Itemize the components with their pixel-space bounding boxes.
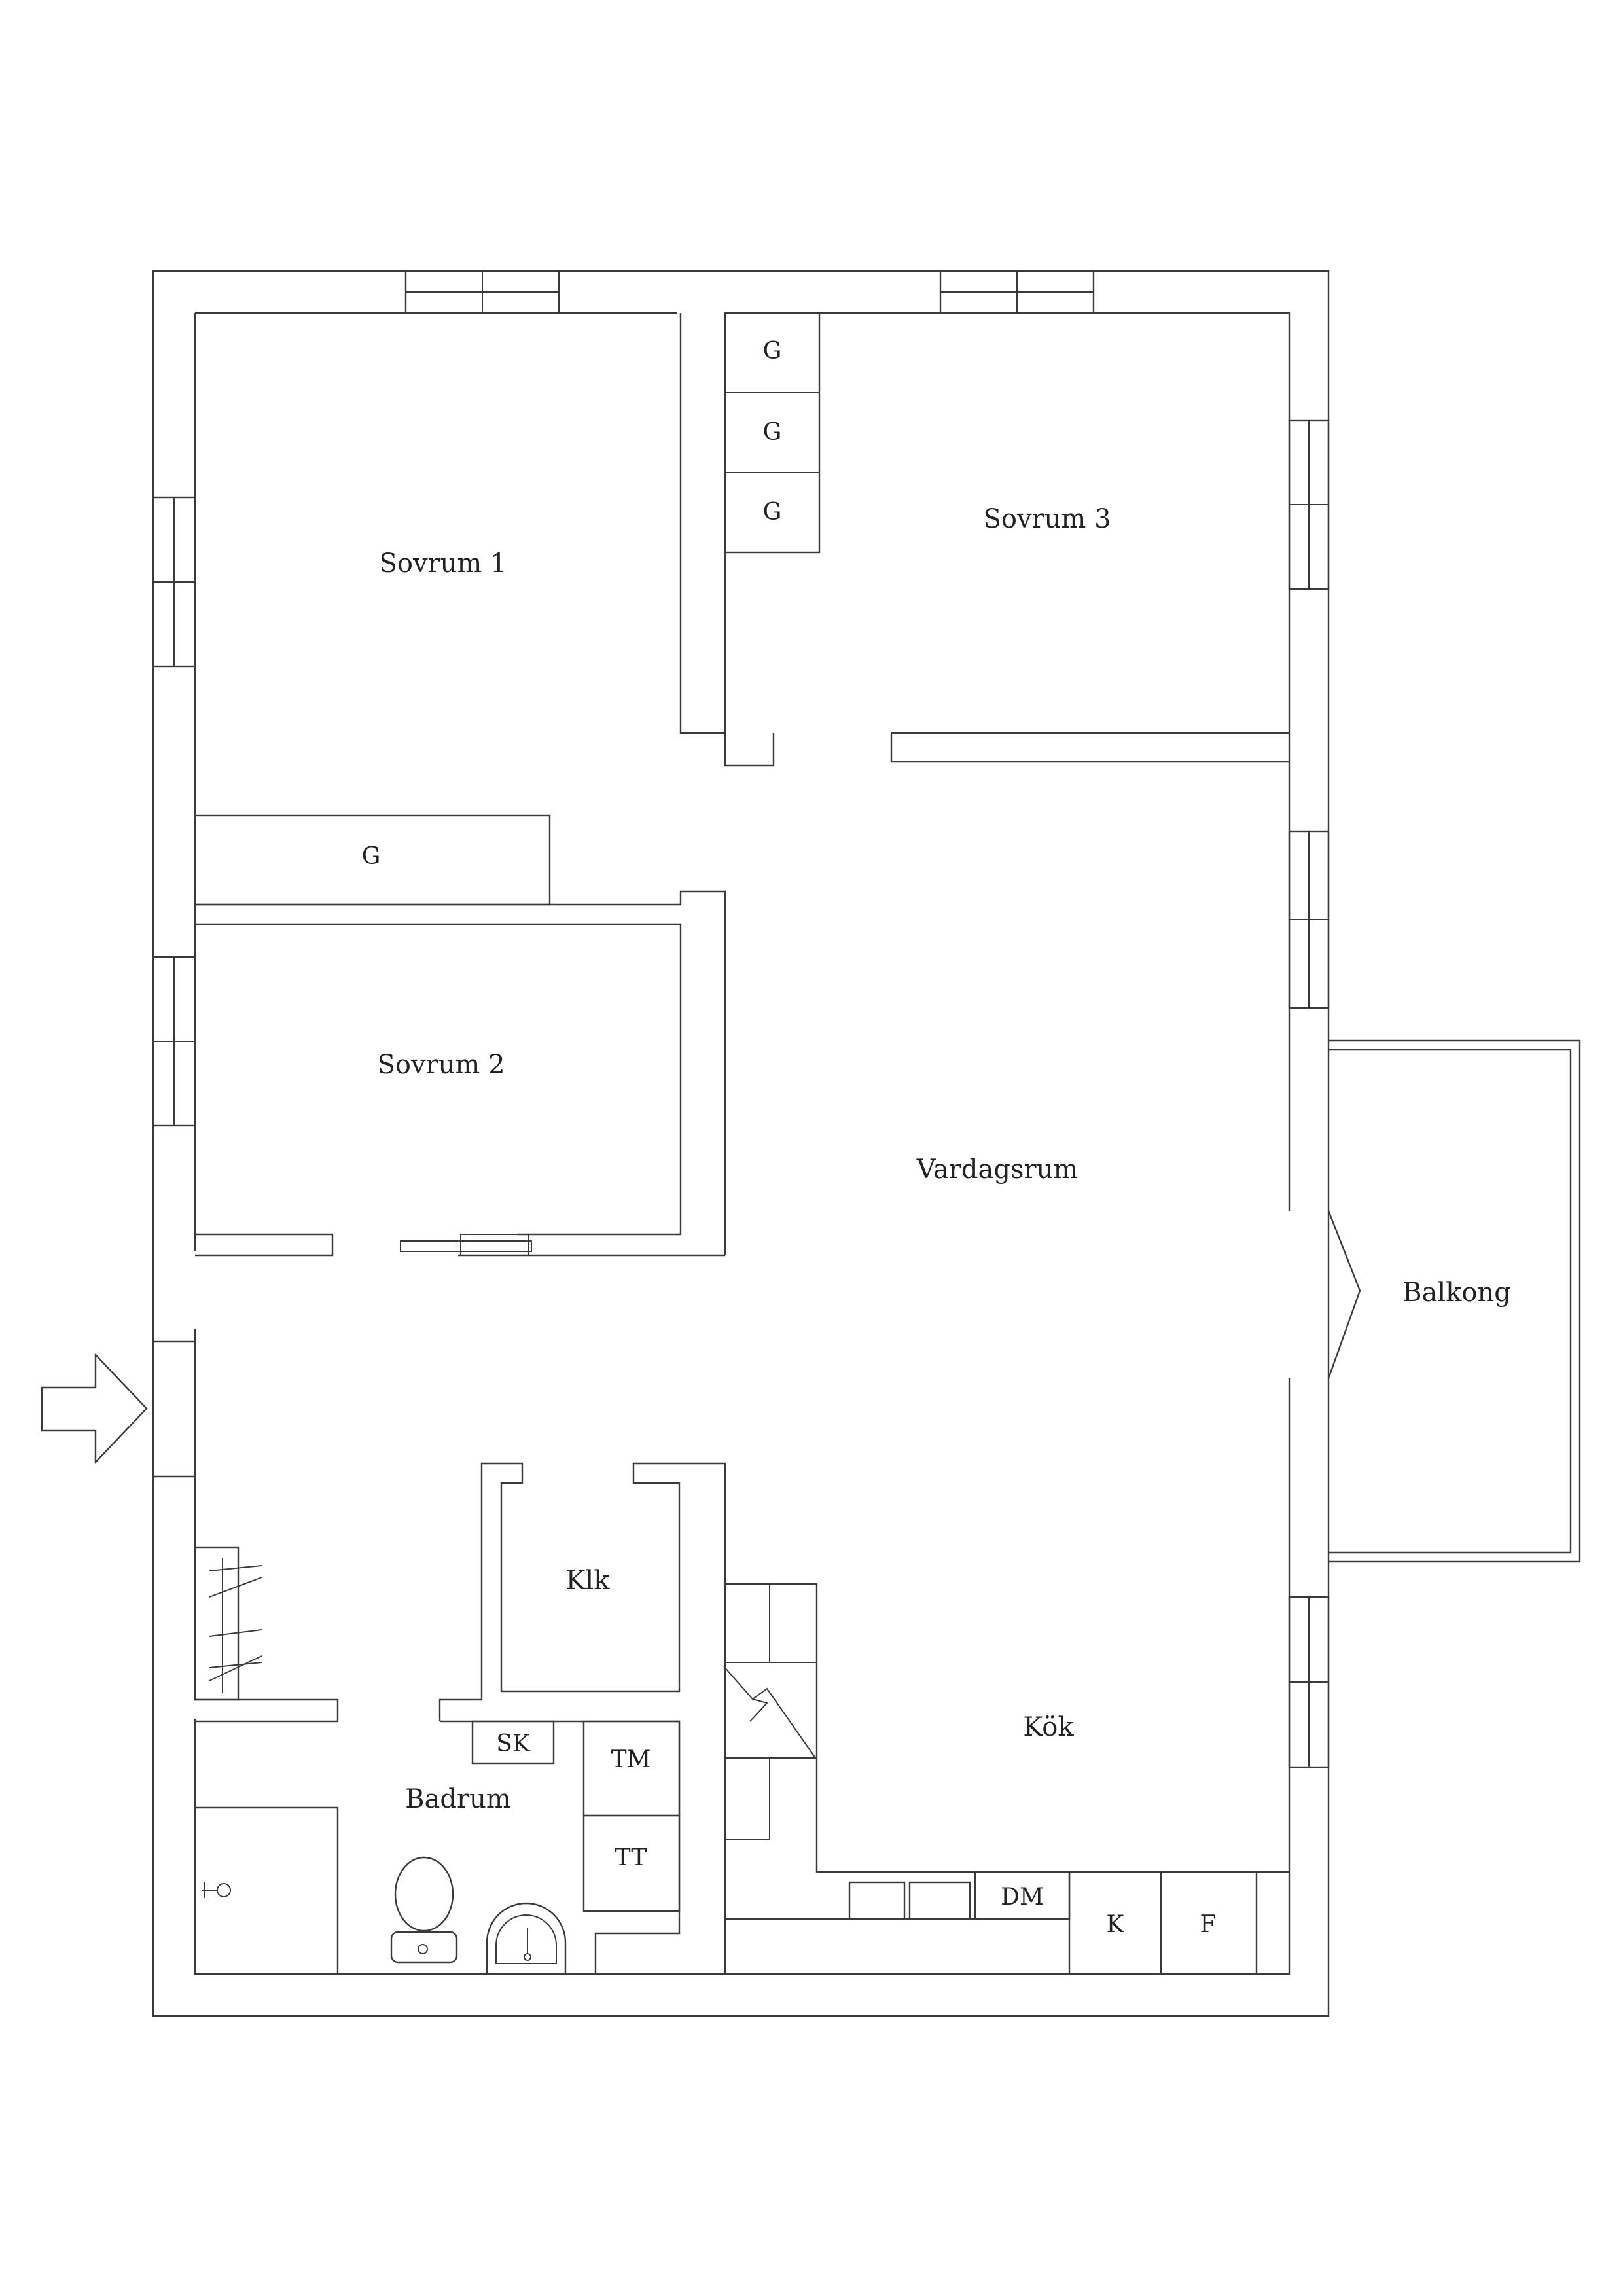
wardrobe-label: G xyxy=(763,338,782,365)
room-label-badrum: Badrum xyxy=(405,1784,511,1814)
bathroom-fixtures xyxy=(195,1720,681,1974)
walls-sovrum2 xyxy=(153,1233,532,1478)
fixture-label-sk: SK xyxy=(496,1731,531,1757)
balcony xyxy=(1327,1039,1581,1563)
fixture-label-tm: TM xyxy=(611,1746,651,1773)
entrance-arrow-icon xyxy=(41,1352,148,1465)
fixture-label-f: F xyxy=(1200,1911,1217,1938)
room-label-balkong: Balkong xyxy=(1402,1278,1511,1308)
wardrobe-label: G xyxy=(362,843,381,870)
walls-klk xyxy=(438,1462,726,1974)
window-left-sovrum1 xyxy=(152,496,196,668)
fixture-label-dm: DM xyxy=(1001,1884,1044,1910)
window-left-sovrum2 xyxy=(152,956,196,1127)
fixture-label-tt: TT xyxy=(615,1844,647,1871)
window-top-left xyxy=(404,270,560,314)
room-label-klk: Klk xyxy=(566,1566,611,1596)
wardrobe-sovrum3 xyxy=(724,312,821,554)
wardrobe-sovrum1 xyxy=(194,814,551,906)
room-label-sovrum2: Sovrum 2 xyxy=(377,1050,505,1080)
walls-sovrum1 xyxy=(195,313,775,1257)
wardrobe-label: G xyxy=(763,499,782,526)
room-label-kok: Kök xyxy=(1023,1712,1074,1742)
room-label-sovrum3: Sovrum 3 xyxy=(983,504,1111,534)
walls-sovrum3 xyxy=(890,732,1289,763)
room-label-vardagsrum: Vardagsrum xyxy=(916,1155,1079,1185)
kitchen-counter xyxy=(725,1871,1258,1975)
window-right-sovrum3 xyxy=(1288,419,1330,590)
outer-walls xyxy=(152,270,1330,2017)
fixture-label-k: K xyxy=(1107,1911,1125,1938)
window-right-kok xyxy=(1288,1596,1330,1768)
window-top-right xyxy=(939,270,1095,314)
wardrobe-label: G xyxy=(763,419,782,446)
window-right-vardagsrum xyxy=(1288,830,1330,1009)
room-label-sovrum1: Sovrum 1 xyxy=(379,548,507,579)
hall-closet xyxy=(194,1477,339,1723)
